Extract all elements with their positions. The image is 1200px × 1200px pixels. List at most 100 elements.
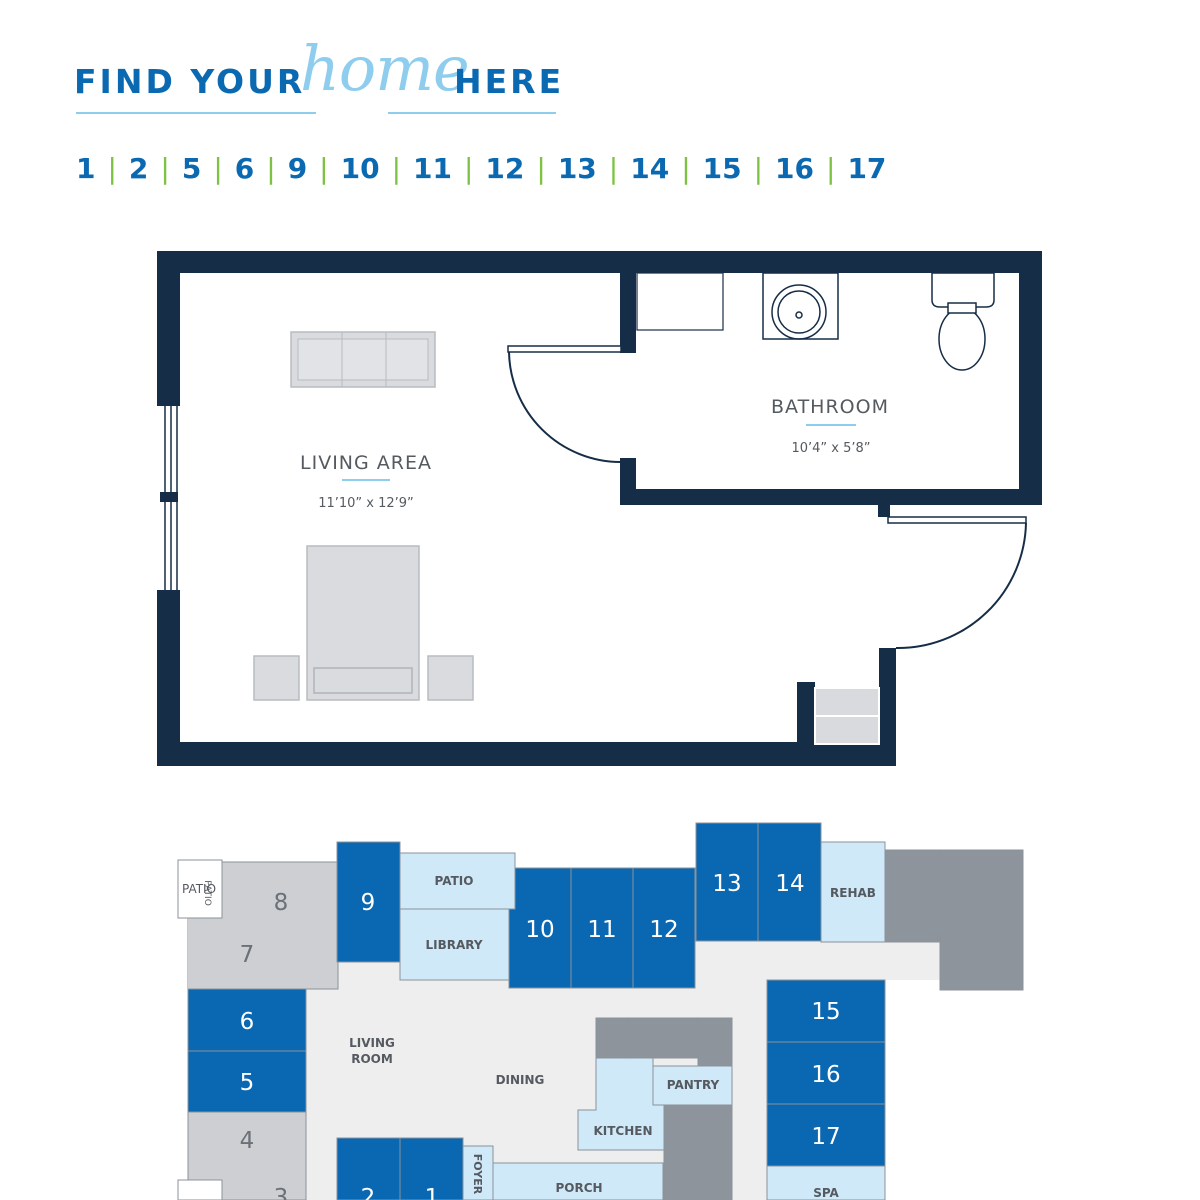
grey-unit-labels: 8 7 4 3 [240,890,289,1200]
unit-link-16[interactable]: 16 [775,151,815,185]
nav-separator: | [213,151,223,185]
unit-2[interactable] [336,1137,401,1200]
room-label-patio-small: PATIO [182,882,216,896]
page-header: FIND YOUR home HERE 1 | 2 | 5 | 6 | 9 | 10 | 1… [0,0,1200,200]
nav-separator: | [319,151,329,185]
service-block [663,1104,733,1200]
pantry-area [652,1065,733,1106]
unit-link-5[interactable]: 5 [181,151,202,185]
unit-link-15[interactable]: 15 [702,151,742,185]
unit-link-1[interactable]: 1 [76,151,96,185]
unit-1[interactable] [399,1137,464,1200]
unit-13[interactable] [695,822,759,942]
unit-floor-plan: LIVING AREA 11’10” x 12’9” BATHROOM 10’4… [157,251,1042,766]
unit-9[interactable] [336,841,401,963]
closet [814,687,880,745]
exterior-walls [157,251,1042,766]
patio-small-sw [177,1179,223,1200]
shower-cabinet [636,272,724,331]
room-label-kitchen: KITCHEN [593,1124,652,1138]
unit-label-2: 2 [361,1185,376,1200]
porch-area [492,1162,664,1200]
service-block [627,1017,699,1059]
title-underline-left [76,112,316,114]
service-block [939,849,1024,991]
bathroom-door[interactable] [507,345,622,463]
room-label-living-2: ROOM [351,1052,393,1066]
title-underline-right [388,112,556,114]
wall-top [157,251,1042,273]
room-label-porch: PORCH [555,1181,602,1195]
unit-label-8: 8 [274,890,289,916]
title-here: HERE [454,62,565,101]
unit-link-6[interactable]: 6 [234,151,255,185]
room-label-patio: PATIO [435,874,474,888]
nav-separator: | [681,151,691,185]
unit-label-16: 16 [811,1062,840,1088]
entry-door[interactable] [887,516,1027,650]
unit-link-10[interactable]: 10 [340,151,380,185]
nav-separator: | [608,151,619,185]
unit-link-14[interactable]: 14 [630,151,670,185]
wall-left-upper [157,251,180,406]
unit-link-12[interactable]: 12 [485,151,525,185]
room-label-spa: SPA [813,1186,839,1200]
corridor-south [735,975,767,1200]
unit-14[interactable] [757,822,822,942]
room-label-living-1: LIVING [349,1036,395,1050]
nav-separator: | [107,151,117,185]
nav-separator: | [391,151,402,185]
title-find-your: FIND YOUR [74,62,306,101]
unit-link-9[interactable]: 9 [287,151,308,185]
room-label-patio-small-rotated: PATIO [202,880,212,906]
unit-12[interactable] [632,867,696,989]
wall-left-lower [157,590,180,766]
unit-label-12: 12 [649,917,678,943]
room-label-dining: DINING [496,1073,545,1087]
room-label-library: LIBRARY [425,938,482,952]
service-block [595,1017,629,1059]
unit-link-17[interactable]: 17 [847,151,887,185]
unit-16[interactable] [766,1041,886,1105]
bath-wall-upper [620,273,636,353]
library-area [399,908,510,981]
unit-label-4: 4 [240,1128,255,1154]
unit-number-nav: 1| 2| 5| 6| 9| 10| 11| 12| 13| 14| 15| 1… [76,150,886,186]
unit-link-13[interactable]: 13 [557,151,597,185]
unit-15[interactable] [766,979,886,1043]
living-area-label: LIVING AREA [300,452,432,474]
sink-icon [762,272,839,340]
title-home-script: home [300,32,470,105]
site-plan [177,822,1024,1200]
unit-17[interactable] [766,1103,886,1167]
unit-link-2[interactable]: 2 [128,151,149,185]
room-label-foyer: FOYER [471,1154,484,1195]
foyer-area [462,1145,494,1200]
service-block [697,1017,733,1067]
unit-label-9: 9 [361,890,376,916]
unit-labels: 9 6 5 10 11 12 13 14 15 16 17 2 1 [240,871,841,1200]
unit-link-11[interactable]: 11 [413,151,452,185]
nav-separator: | [826,151,836,185]
unit-6[interactable] [187,988,307,1052]
nav-separator: | [753,151,764,185]
unit-label-6: 6 [240,1009,255,1035]
room-label-rehab: REHAB [830,886,876,900]
patio-small-nw [177,859,223,919]
unit-label-7: 7 [240,942,255,968]
spa-area [766,1165,886,1200]
site-plan-labels: 9 6 5 10 11 12 13 14 15 16 17 2 1 8 7 4 … [182,871,876,1200]
door-jamb [878,505,890,517]
unit-label-15: 15 [811,999,840,1025]
unit-5[interactable] [187,1050,307,1113]
nav-separator: | [160,151,170,185]
patio-area [399,852,516,910]
living-area-dims: 11’10” x 12’9” [318,496,414,511]
unit-block-7[interactable] [188,918,306,989]
nightstand-left [253,655,300,701]
wall-lower-right [879,648,896,766]
unit-label-5: 5 [240,1070,255,1096]
room-labels: PATIO LIBRARY REHAB LIVING ROOM DINING P… [349,874,876,1200]
wall-closet [797,682,815,766]
